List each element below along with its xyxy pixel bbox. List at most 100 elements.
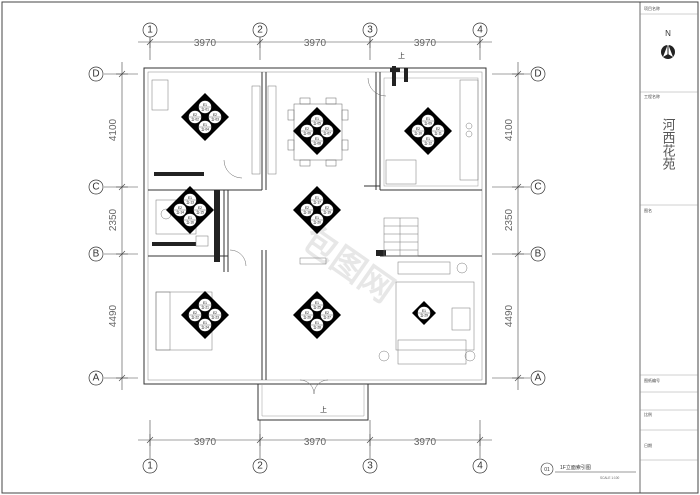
index-tag-code: E1 (315, 117, 319, 121)
axis-row-a-left: A (93, 373, 100, 384)
stairs (383, 217, 419, 257)
index-tag-sub: 立-19 (323, 209, 331, 214)
dimension-lines (104, 36, 530, 458)
axis-row-d-left: D (92, 69, 99, 80)
building-walls (143, 67, 487, 421)
wall-columns (152, 66, 408, 262)
index-tag-sub: 立-21 (201, 304, 209, 309)
axis-row-a-right: A (535, 373, 542, 384)
index-tag-code: E2 (198, 206, 202, 210)
index-tag-sub: 立-10 (414, 130, 422, 135)
index-tag-code: E1 (426, 117, 430, 121)
index-tag-sub: 立-13 (186, 199, 194, 204)
index-tag-sub: 立-01 (201, 106, 209, 111)
title-block: 项目名称 工程名称 图名 图纸编号 比例 日期 N 河西花苑 (639, 2, 698, 493)
title-label-drawing: 图名 (644, 207, 652, 213)
shelves (251, 85, 327, 265)
title-label-engineering: 工程名称 (644, 93, 660, 99)
index-tag-sub: 立-06 (303, 130, 311, 135)
dim-right-2: 2350 (504, 208, 515, 231)
dim-bottom-1: 3970 (194, 437, 217, 448)
axis-col-1-top: 1 (147, 25, 153, 36)
index-tag-code: E2 (416, 127, 420, 131)
dim-left-3: 4490 (108, 304, 119, 327)
index-tag-sub: 立-23 (211, 314, 219, 319)
north-letter: N (665, 29, 671, 38)
index-tag-sub: 立-03 (211, 116, 219, 121)
dim-bottom-3: 3970 (414, 437, 437, 448)
index-tag-code: E1 (203, 103, 207, 107)
index-tag-sub: 立-14 (176, 209, 184, 214)
index-tag-sub: 立-26 (303, 314, 311, 319)
axis-row-d-right: D (534, 69, 541, 80)
axis-col-3-top: 3 (367, 25, 373, 36)
index-tag-code: E1 (315, 137, 319, 141)
index-tag-code: E2 (436, 127, 440, 131)
caption-title: 1F立面索引图 (560, 464, 591, 471)
index-tag-code: E2 (213, 113, 217, 117)
index-tag-code: E2 (325, 206, 329, 210)
dim-top-1: 3970 (194, 38, 217, 49)
kitchen-counter (385, 79, 479, 185)
index-tag-sub: 立-28 (313, 324, 321, 329)
dim-right-1: 4100 (504, 118, 515, 141)
stair-mark-bottom: 上 (320, 405, 327, 414)
index-tag-sub: 立-17 (313, 199, 321, 204)
index-tag-code: E2 (193, 113, 197, 117)
index-tag-sub: 立-07 (323, 130, 331, 135)
index-tag-sub: 立-29 (420, 312, 428, 317)
stair-mark-top: 上 (398, 51, 405, 60)
index-tag-code: E1 (422, 309, 426, 313)
index-tag-code: E2 (178, 206, 182, 210)
index-tag-sub: 立-15 (196, 209, 204, 214)
index-tag-code: E2 (305, 206, 309, 210)
index-tag-code: E2 (213, 311, 217, 315)
index-tag-code: E1 (203, 321, 207, 325)
axis-col-1-bottom: 1 (147, 461, 153, 472)
drawing-caption: 01 1F立面索引图 SCALE 1:100 (540, 462, 636, 480)
axis-bubbles (88, 22, 546, 474)
index-tag-sub: 立-25 (313, 304, 321, 309)
axis-col-4-top: 4 (477, 25, 483, 36)
index-tag-sub: 立-11 (434, 130, 442, 135)
axis-col-2-top: 2 (257, 25, 263, 36)
index-tag-code: E1 (203, 301, 207, 305)
axis-col-4-bottom: 4 (477, 461, 483, 472)
dim-top-2: 3970 (304, 38, 327, 49)
index-tag-code: E2 (325, 127, 329, 131)
index-tag-code: E2 (305, 311, 309, 315)
dim-right-3: 4490 (504, 304, 515, 327)
axis-col-2-bottom: 2 (257, 461, 263, 472)
title-label-scale: 比例 (644, 411, 652, 417)
index-tag-sub: 立-20 (313, 219, 321, 224)
index-tag-sub: 立-27 (323, 314, 331, 319)
index-tag-sub: 立-08 (313, 140, 321, 145)
title-label-project: 项目名称 (644, 5, 660, 11)
axis-col-3-bottom: 3 (367, 461, 373, 472)
index-tag-sub: 立-18 (303, 209, 311, 214)
index-tag: E1立-29 (412, 301, 436, 325)
axis-row-c-left: C (92, 182, 99, 193)
index-tag-code: E1 (188, 216, 192, 220)
index-tag-code: E1 (315, 321, 319, 325)
index-tag-code: E1 (315, 301, 319, 305)
index-tag-code: E1 (203, 123, 207, 127)
title-label-number: 图纸编号 (644, 377, 660, 383)
index-tag-code: E2 (193, 311, 197, 315)
index-tag-code: E1 (426, 137, 430, 141)
axis-row-b-left: B (93, 249, 100, 260)
dim-left-1: 4100 (108, 118, 119, 141)
title-label-date: 日期 (644, 442, 652, 448)
caption-number: 01 (544, 467, 550, 473)
index-tag-sub: 立-05 (313, 120, 321, 125)
index-tag-sub: 立-24 (201, 324, 209, 329)
dim-top-3: 3970 (414, 38, 437, 49)
index-tag-sub: 立-02 (191, 116, 199, 121)
